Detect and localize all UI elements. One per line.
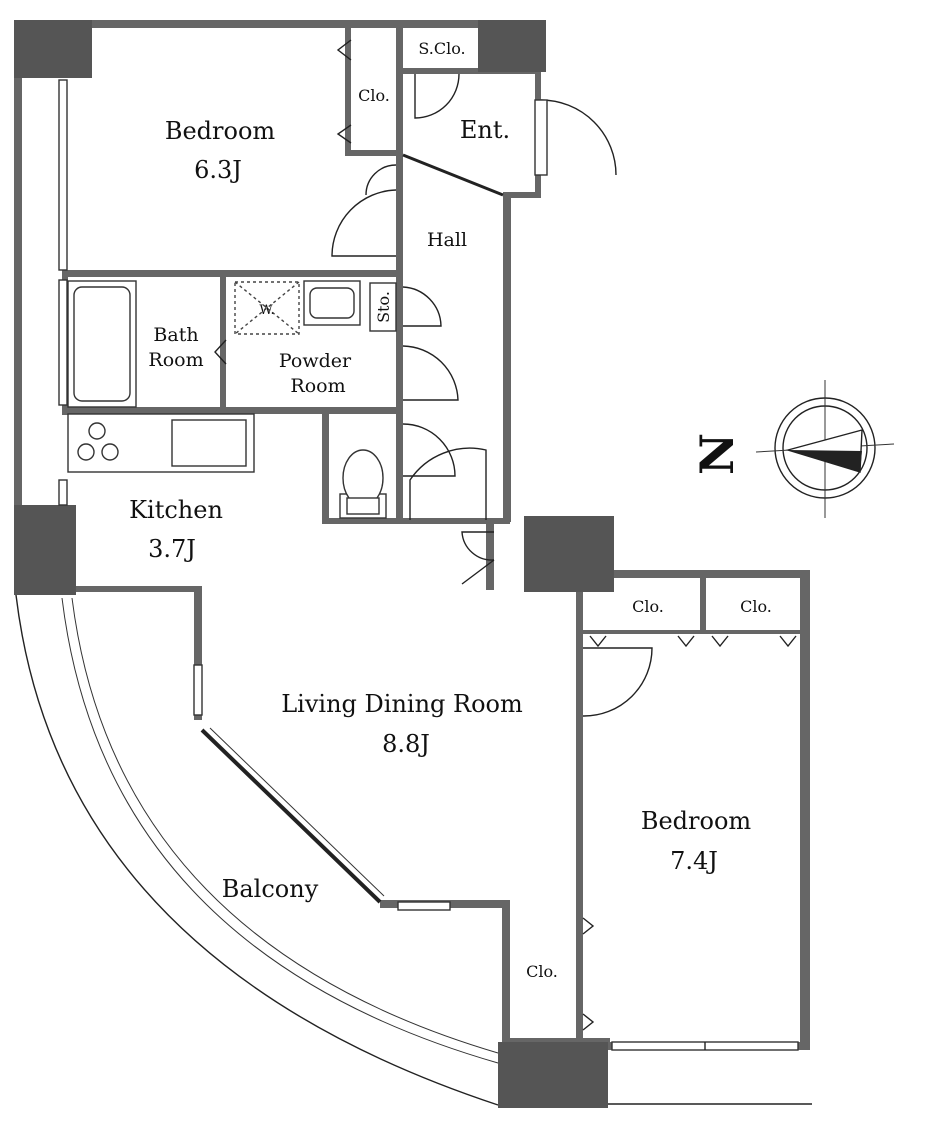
closet2-label: Clo. [632,597,664,616]
kitchen-counter [67,413,255,473]
doors [214,39,797,1031]
closet1-label: Clo. [358,86,390,105]
compass: N [690,380,895,518]
bath-label-1: Bath [153,324,198,346]
living-size: 8.8J [382,730,430,758]
washer-label: W. [259,303,274,318]
hall-label: Hall [427,229,467,251]
kitchen-size: 3.7J [148,535,196,563]
kitchen-sink-icon [171,419,247,467]
closet4-label: Clo. [526,962,558,981]
kitchen-name: Kitchen [129,496,223,524]
living-name: Living Dining Room [281,690,523,718]
compass-north-label: N [690,433,744,475]
balcony-railing [15,75,812,1106]
stove-icon [88,422,106,440]
bathtub-icon [67,280,137,408]
fixtures [67,280,397,519]
shoe-closet-label: S.Clo. [418,39,465,58]
entrance-label: Ent. [460,116,510,144]
bedroom2-name: Bedroom [641,807,752,835]
storage-label: Sto. [374,291,393,323]
walls [14,20,810,1050]
washer-icon [234,281,300,335]
windows [58,79,799,1051]
powder-label-1: Powder [279,350,352,372]
bath-label-2: Room [148,349,203,371]
sink-icon [303,280,361,326]
bedroom2-size: 7.4J [670,847,718,875]
powder-label-2: Room [290,375,345,397]
closet3-label: Clo. [740,597,772,616]
toilet-icon [339,449,387,519]
pillars [14,20,614,1108]
room-labels: Bedroom 6.3J S.Clo. Ent. Clo. Hall Bath … [129,39,772,981]
bedroom1-size: 6.3J [194,156,242,184]
bedroom1-name: Bedroom [165,117,276,145]
balcony-label: Balcony [222,875,319,903]
